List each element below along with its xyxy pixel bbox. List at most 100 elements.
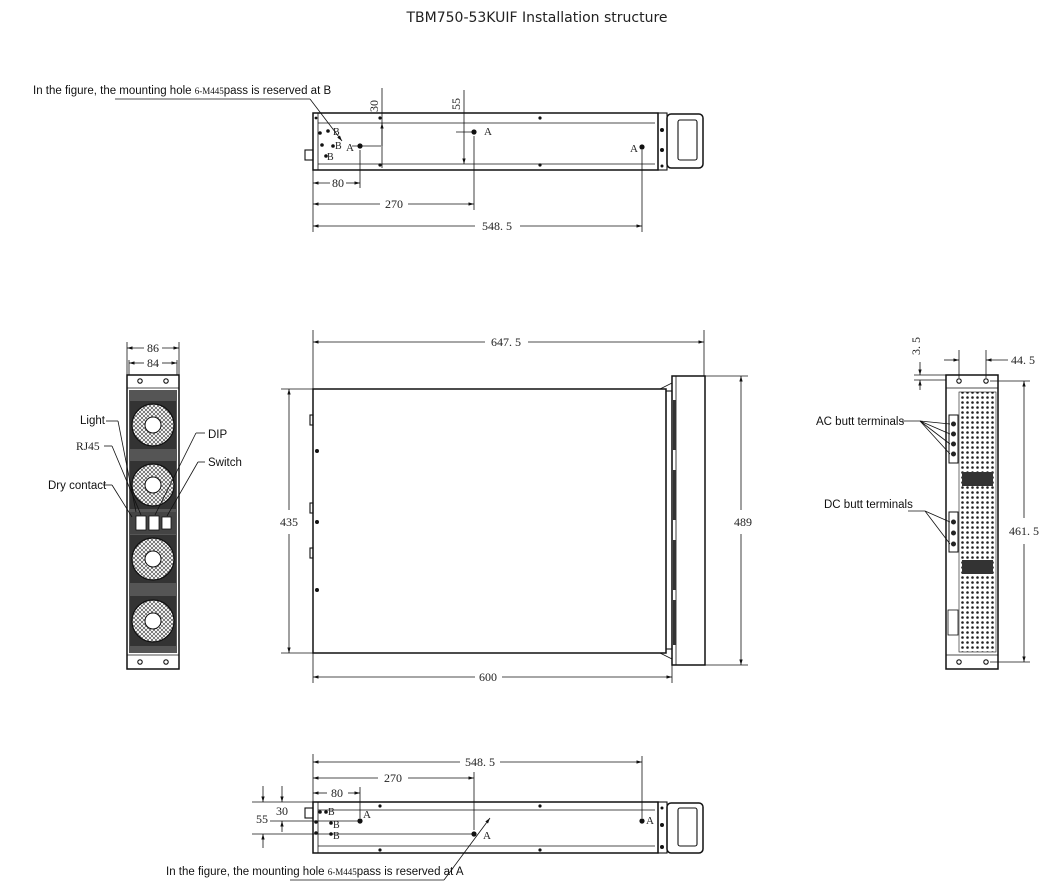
light-label: Light	[80, 415, 106, 427]
bottom-hole-a-label: A	[363, 809, 371, 821]
rj45-leader	[111, 445, 142, 516]
rear-ac-terminal	[951, 441, 956, 447]
bottom-dim-270-value: 270	[384, 771, 402, 785]
bottom-hole-b-label: B	[328, 807, 335, 818]
main-bezel-edge	[659, 652, 673, 660]
front-mount-hole	[137, 659, 143, 665]
switch-label: Switch	[208, 457, 242, 469]
bottom-hole	[318, 810, 322, 814]
top-dim-270-value: 270	[385, 197, 403, 211]
bottom-hole-b	[329, 821, 333, 825]
front-mount-hole	[137, 378, 143, 384]
main-vent-strip	[673, 470, 676, 520]
bottom-panel-screw	[660, 845, 664, 849]
top-hole-b	[331, 144, 335, 148]
main-side-tab	[309, 414, 314, 426]
switch-leader	[166, 461, 199, 517]
top-rivet	[314, 116, 318, 120]
rear-vent-bar	[962, 560, 993, 574]
top-dim-55-value: 55	[449, 98, 463, 110]
fan-4	[130, 596, 176, 646]
rear-ac-terminal	[951, 421, 956, 427]
top-handle-grip	[677, 119, 698, 161]
top-hole-b	[326, 129, 330, 133]
bottom-hole-a	[639, 818, 645, 824]
bottom-side-tab	[304, 807, 314, 819]
top-hole-b	[324, 154, 328, 158]
top-hole-b-label: B	[333, 127, 340, 138]
main-dim-435-value: 435	[280, 515, 298, 529]
bottom-note-leader-arrow	[443, 817, 491, 881]
main-dim-600-value: 600	[479, 670, 497, 684]
top-hole	[318, 131, 322, 135]
top-panel-screw	[660, 128, 664, 132]
fan-2	[130, 461, 176, 509]
bottom-mounting-note: In the figure, the mounting hole 6-M445p…	[166, 866, 464, 878]
diagram-title: TBM750-53KUIF Installation structure	[405, 10, 667, 26]
rear-mount-hole	[956, 378, 962, 384]
top-rivet	[538, 116, 542, 120]
rear-mount-hole	[983, 378, 989, 384]
top-handle-bracket	[666, 113, 704, 169]
top-hole-a-label: A	[484, 126, 492, 138]
top-mounting-note: In the figure, the mounting hole 6-M445p…	[33, 85, 331, 97]
bottom-hole-b-label: B	[333, 820, 340, 831]
front-dip-switch	[148, 515, 160, 531]
rear-signal-port	[947, 609, 959, 636]
rear-ac-terminal	[951, 431, 956, 437]
main-vent-strip	[673, 600, 676, 645]
main-side-tab	[309, 502, 314, 514]
main-screw	[315, 588, 319, 592]
rear-dim-35-value: 3. 5	[909, 337, 923, 355]
rj45-label: RJ45	[76, 441, 100, 453]
top-rivet	[378, 116, 382, 120]
top-hole	[320, 143, 324, 147]
bottom-rivet	[538, 848, 542, 852]
dc-leader	[924, 510, 951, 545]
top-hole-a-label: A	[346, 142, 354, 154]
ac-leader	[919, 420, 951, 455]
top-front-panel	[657, 112, 668, 171]
dip-leader	[154, 432, 197, 516]
front-mount-hole	[163, 378, 169, 384]
rear-view: AC butt terminals DC butt terminals 3. 5…	[816, 337, 1039, 670]
main-chassis-body	[312, 388, 667, 654]
top-panel-screw	[660, 148, 664, 152]
rear-ac-terminal-block	[948, 414, 959, 464]
main-view: 647. 5 600 435 489	[280, 330, 752, 684]
top-note-leader-arrow	[309, 98, 343, 142]
main-vent-strip	[673, 540, 676, 590]
bottom-hole-b-label: B	[333, 831, 340, 842]
top-rivet	[378, 163, 382, 167]
rear-ac-terminal	[951, 451, 956, 457]
rear-dc-terminal	[951, 541, 956, 547]
rear-mount-hole	[983, 659, 989, 665]
top-hole-a-label: A	[630, 143, 638, 155]
main-dim-489-value: 489	[734, 515, 752, 529]
top-rivet	[538, 163, 542, 167]
rear-vent-bar	[962, 472, 993, 486]
bottom-hole-b	[324, 810, 328, 814]
top-view: In the figure, the mounting hole 6-M445p…	[33, 85, 704, 233]
bottom-hole-a	[471, 831, 477, 837]
front-dim-84-value: 84	[147, 356, 159, 370]
bottom-dim-80-value: 80	[331, 786, 343, 800]
rear-panel-outline	[945, 374, 999, 670]
bottom-dim-548-value: 548. 5	[465, 755, 495, 769]
front-power-switch	[161, 516, 172, 530]
front-view: 86 84 Light RJ45 Dry contact DIP Switch	[48, 341, 242, 670]
bottom-hole-a-label: A	[483, 830, 491, 842]
dip-label: DIP	[208, 429, 228, 441]
top-dim-80-value: 80	[332, 176, 344, 190]
rear-mount-hole	[956, 659, 962, 665]
bottom-panel-screw	[660, 823, 664, 827]
dry-contact-leader	[111, 484, 133, 518]
main-screw	[315, 449, 319, 453]
front-panel-outline	[126, 374, 180, 670]
dry-contact-label: Dry contact	[48, 480, 107, 492]
rear-dc-terminal	[951, 530, 956, 536]
main-front-bezel	[671, 375, 706, 666]
rear-dc-terminal	[951, 519, 956, 525]
top-dim-548-value: 548. 5	[482, 219, 512, 233]
